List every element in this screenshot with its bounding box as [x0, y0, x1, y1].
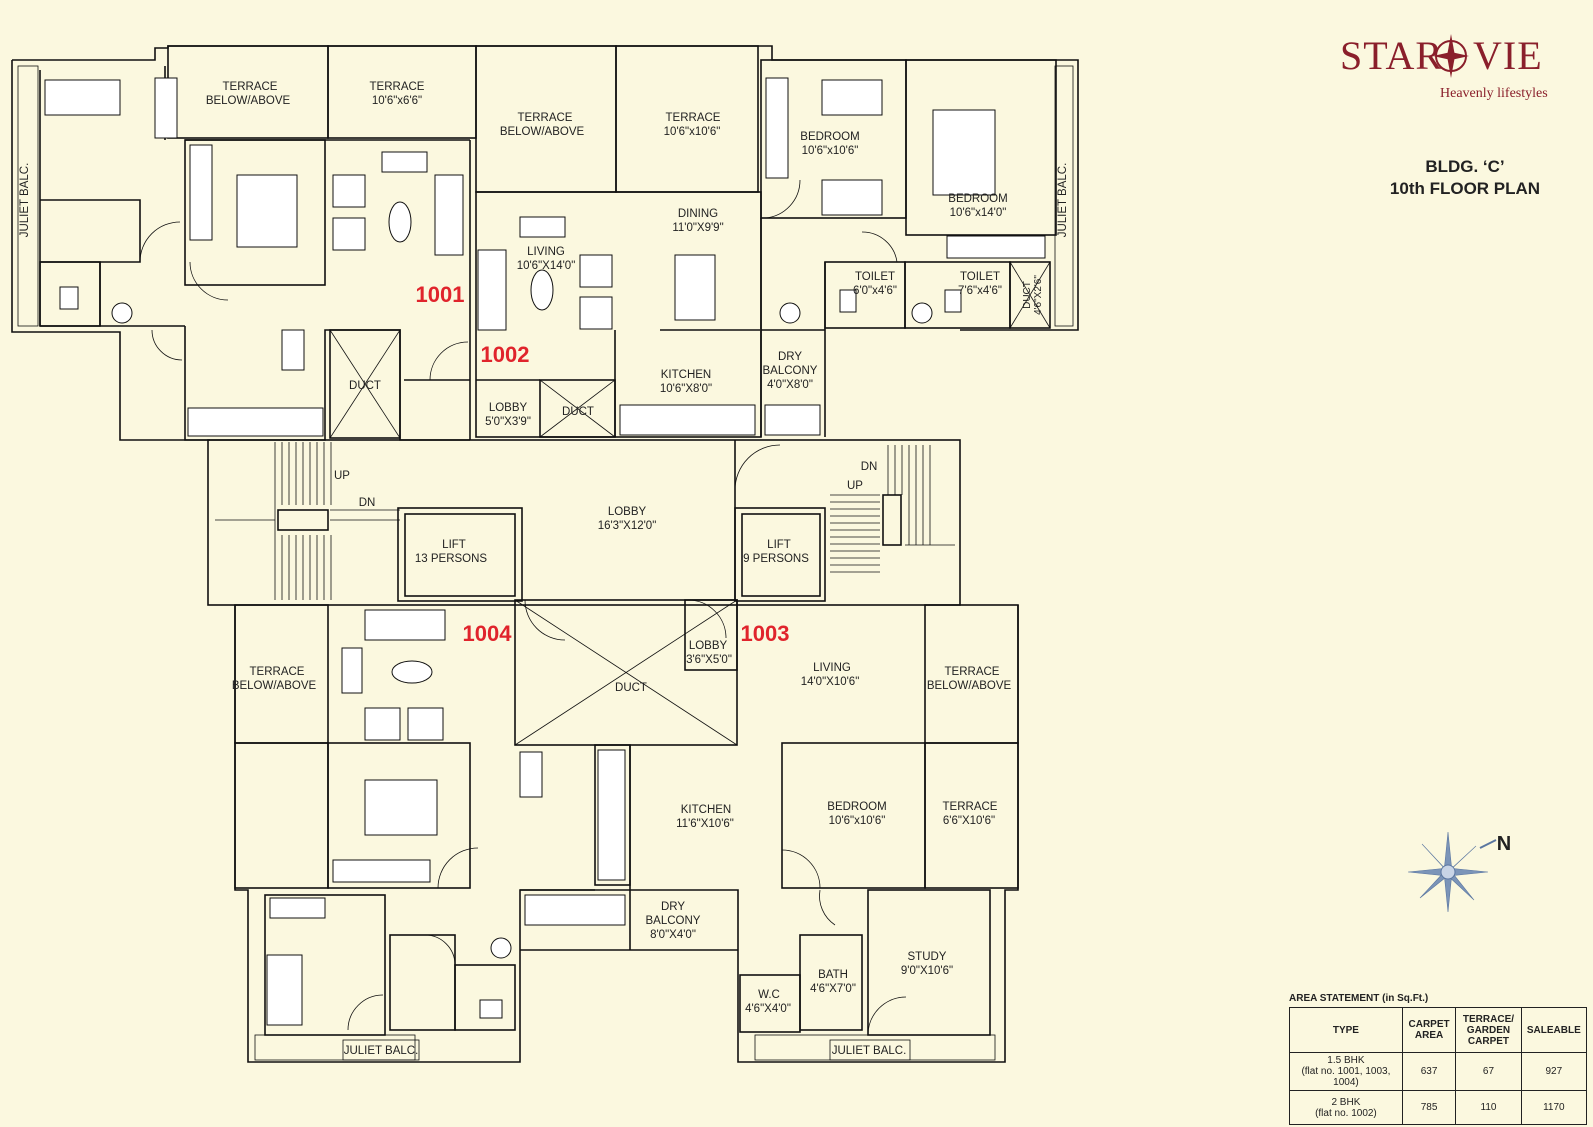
saleable-cell: 1170: [1520, 1090, 1588, 1125]
area-statement: AREA STATEMENT (in Sq.Ft.) TYPE CARPET A…: [1289, 993, 1588, 1125]
table-row: 1.5 BHK(flat no. 1001, 1003, 1004) 637 6…: [1289, 1052, 1588, 1091]
room-label: JULIET BALC.: [19, 163, 31, 238]
header-cell: TERRACE/ GARDEN CARPET: [1455, 1007, 1522, 1053]
area-statement-caption: AREA STATEMENT (in Sq.Ft.): [1289, 993, 1429, 1004]
stair-label: UP: [334, 470, 350, 482]
type-cell: 1.5 BHK(flat no. 1001, 1003, 1004): [1289, 1052, 1403, 1091]
north-label: N: [1497, 833, 1511, 855]
north-compass-icon: N: [1408, 831, 1511, 913]
type-cell: 2 BHK(flat no. 1002): [1289, 1090, 1403, 1125]
table-row: 2 BHK(flat no. 1002) 785 110 1170: [1289, 1090, 1588, 1125]
room-label: JULIET BALC.: [344, 1045, 419, 1057]
carpet-cell: 637: [1401, 1052, 1457, 1091]
room-label: JULIET BALC.: [832, 1045, 907, 1057]
carpet-cell: 785: [1401, 1090, 1457, 1125]
room-label: DUCT4'6"X2'6": [1022, 275, 1044, 315]
flat-number-1002: 1002: [481, 342, 530, 367]
walls-top-block: [11, 45, 1079, 441]
flat-number-1004: 1004: [463, 621, 513, 646]
saleable-cell: 927: [1520, 1052, 1588, 1091]
table-header-row: TYPE CARPET AREA TERRACE/ GARDEN CARPET …: [1289, 1007, 1588, 1053]
room-label: DUCT: [562, 406, 594, 418]
building-name: BLDG. ‘C’: [1425, 157, 1505, 176]
header-cell: CARPET AREA: [1401, 1007, 1457, 1053]
furniture: [44, 77, 1046, 1036]
walls-core: [207, 439, 961, 606]
plan-title: BLDG. ‘C’ 10th FLOOR PLAN: [1380, 156, 1550, 200]
stair-label: DN: [861, 461, 878, 473]
area-table: TYPE CARPET AREA TERRACE/ GARDEN CARPET …: [1289, 1007, 1588, 1125]
header-cell: SALEABLE: [1520, 1007, 1588, 1053]
room-label: DUCT: [615, 682, 647, 694]
floor-name: 10th FLOOR PLAN: [1389, 179, 1541, 198]
room-label: JULIET BALC.: [1057, 163, 1069, 238]
terrace-cell: 67: [1455, 1052, 1522, 1091]
room-label: DUCT: [349, 380, 381, 392]
brand-tagline: Heavenly lifestyles: [1440, 86, 1548, 101]
stair-label: UP: [847, 480, 863, 492]
flat-number-1003: 1003: [741, 621, 790, 646]
terrace-cell: 110: [1455, 1090, 1522, 1125]
flat-numbers: 1001 1002 1003 1004: [416, 282, 790, 646]
stair-label: DN: [359, 497, 376, 509]
header-cell: TYPE: [1289, 1007, 1403, 1053]
compass-rose-icon: [1433, 34, 1469, 78]
flat-number-1001: 1001: [416, 282, 465, 307]
walls-bottom-block: [234, 599, 1019, 1063]
